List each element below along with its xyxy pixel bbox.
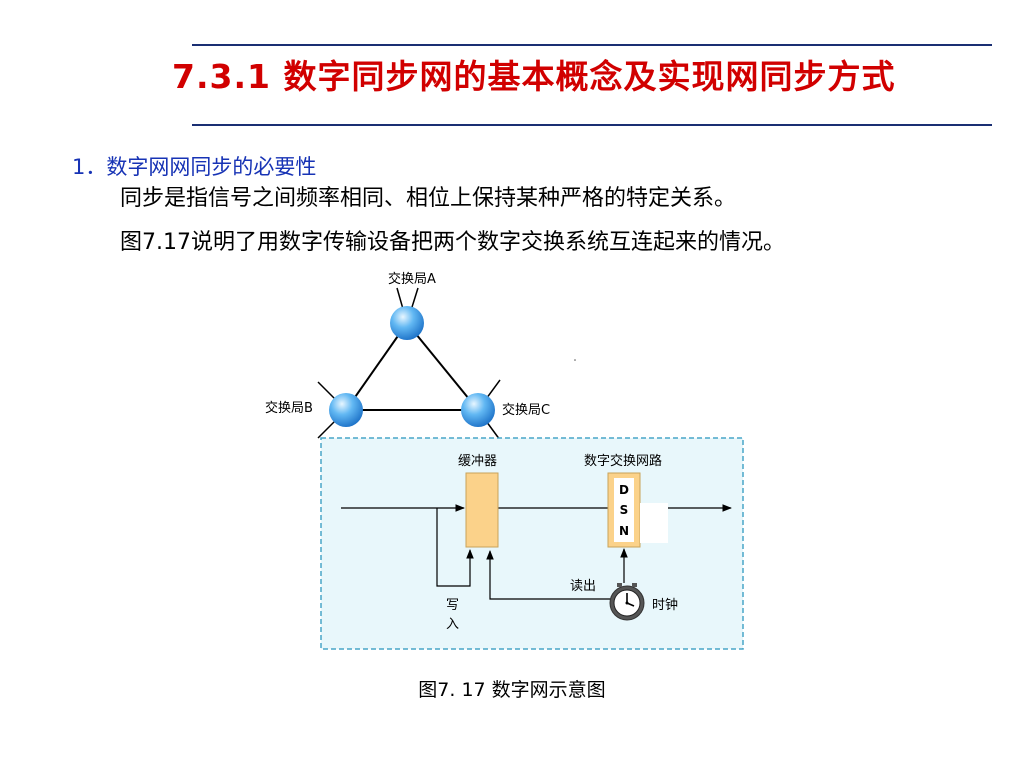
title-bottom-rule <box>192 124 992 126</box>
dsn-letter-s: S <box>620 503 629 517</box>
clock-icon <box>609 583 645 621</box>
exchange-node-b <box>329 393 363 427</box>
dsn-side-panel <box>640 503 668 543</box>
exchange-detail-box <box>320 437 744 650</box>
clock-label: 时钟 <box>652 597 678 613</box>
exchange-c-label: 交换局C <box>502 402 550 418</box>
dsn-inner-panel <box>614 478 634 542</box>
figure-caption: 图7. 17 数字网示意图 <box>418 679 606 701</box>
buffer-label: 缓冲器 <box>458 454 497 469</box>
title-top-rule <box>192 44 992 46</box>
exchange-a-label: 交换局A <box>388 271 436 287</box>
dsn-letter-n: N <box>619 524 629 538</box>
dsn-label: 数字交换网路 <box>584 453 662 469</box>
dsn-letter-d: D <box>619 483 629 497</box>
link-a-c <box>406 322 479 411</box>
link-a-b <box>345 322 408 411</box>
exchange-b-label: 交换局B <box>265 400 313 416</box>
write-label-1: 写 <box>446 598 459 613</box>
slide-title: 7.3.1 数字同步网的基本概念及实现网同步方式 <box>172 57 896 96</box>
write-label-2: 入 <box>446 617 459 632</box>
stray-dot <box>574 359 576 361</box>
read-path <box>486 550 624 600</box>
buffer-block <box>465 472 499 548</box>
body-line-2: 图7.17说明了用数字传输设备把两个数字交换系统互连起来的情况。 <box>120 230 785 255</box>
exchange-node-c <box>461 393 495 427</box>
read-label: 读出 <box>570 579 596 594</box>
body-line-1: 同步是指信号之间频率相同、相位上保持某种严格的特定关系。 <box>120 186 737 211</box>
write-path <box>436 508 474 587</box>
exchange-node-a <box>390 306 424 340</box>
section-heading: 1．数字网网同步的必要性 <box>72 155 317 179</box>
